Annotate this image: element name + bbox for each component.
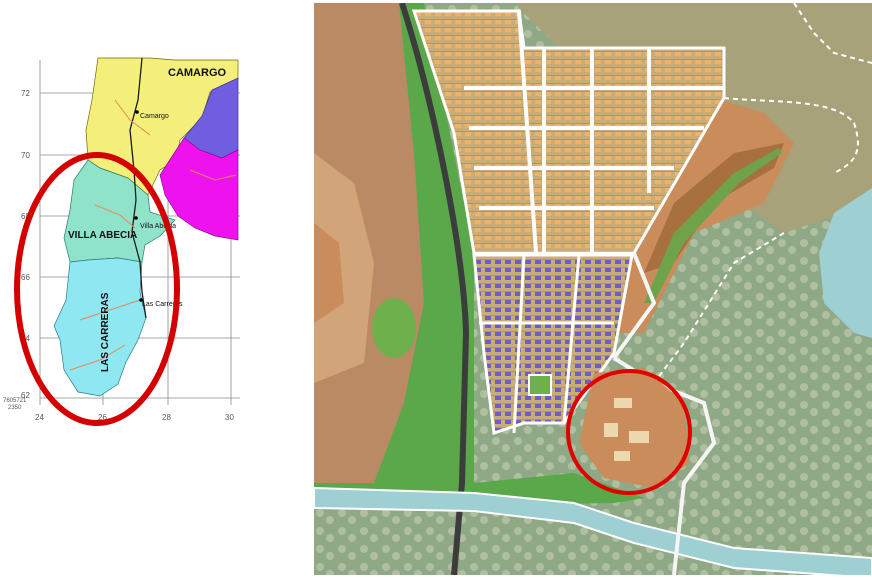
park-square bbox=[528, 374, 552, 396]
lower-streets bbox=[479, 254, 614, 434]
dotted-trail-top bbox=[723, 97, 859, 174]
regional-map-svg: CAMARGO VILLA ABECIA LAS CARRERAS Camarg… bbox=[3, 57, 240, 426]
corner-label-northing: 7605721 bbox=[3, 398, 27, 404]
green-strip bbox=[644, 148, 782, 303]
y-tick: 68 bbox=[21, 212, 30, 221]
town-marker-villa-abecia bbox=[134, 216, 138, 220]
y-tick: 72 bbox=[21, 89, 30, 98]
label-villa-abecia-region: VILLA ABECIA bbox=[68, 230, 137, 241]
terrain-left-hill-core bbox=[314, 223, 344, 323]
region-magenta bbox=[159, 137, 239, 241]
x-tick: 30 bbox=[225, 413, 234, 422]
y-tick: 62 bbox=[21, 391, 30, 400]
highlight-circle-right bbox=[566, 369, 692, 495]
label-camargo-town: Camargo bbox=[140, 113, 169, 120]
label-villa-abecia-town: Villa Abecia bbox=[140, 223, 176, 230]
y-tick: 66 bbox=[21, 273, 30, 282]
x-tick: 28 bbox=[162, 413, 171, 422]
site-structures bbox=[604, 398, 649, 461]
town-marker-las-carreras bbox=[139, 298, 143, 302]
street-grid bbox=[464, 10, 724, 254]
x-tick: 26 bbox=[98, 413, 107, 422]
region-villa-abecia bbox=[63, 159, 176, 263]
label-las-carreras-region: LAS CARRERAS bbox=[100, 292, 111, 372]
dotted-trail-mid bbox=[653, 232, 785, 384]
highlight-ellipse-left bbox=[14, 152, 180, 426]
lake bbox=[819, 188, 872, 338]
urban-blocks-lower bbox=[472, 253, 634, 436]
green-blob bbox=[372, 298, 416, 358]
river-line bbox=[129, 57, 147, 319]
terrain-left-hill-inner bbox=[314, 153, 374, 383]
label-camargo-region: CAMARGO bbox=[168, 67, 226, 79]
label-las-carreras-town: Las Carreras bbox=[142, 301, 183, 308]
river bbox=[313, 486, 872, 580]
dotted-trail-upper bbox=[793, 2, 872, 64]
site-plan-map bbox=[313, 2, 872, 580]
regional-map: CAMARGO VILLA ABECIA LAS CARRERAS Camarg… bbox=[0, 0, 245, 440]
town-marker-camargo bbox=[135, 110, 139, 114]
x-tick: 24 bbox=[35, 413, 44, 422]
y-tick: 70 bbox=[21, 151, 30, 160]
roads bbox=[69, 99, 237, 371]
site-plan-svg bbox=[313, 2, 872, 580]
highlighted-site-terrain bbox=[579, 368, 689, 488]
green-zone-main bbox=[374, 3, 474, 483]
region-las-carreras bbox=[53, 257, 147, 397]
main-road bbox=[399, 2, 470, 576]
corner-label-easting: 2350 bbox=[8, 405, 22, 411]
